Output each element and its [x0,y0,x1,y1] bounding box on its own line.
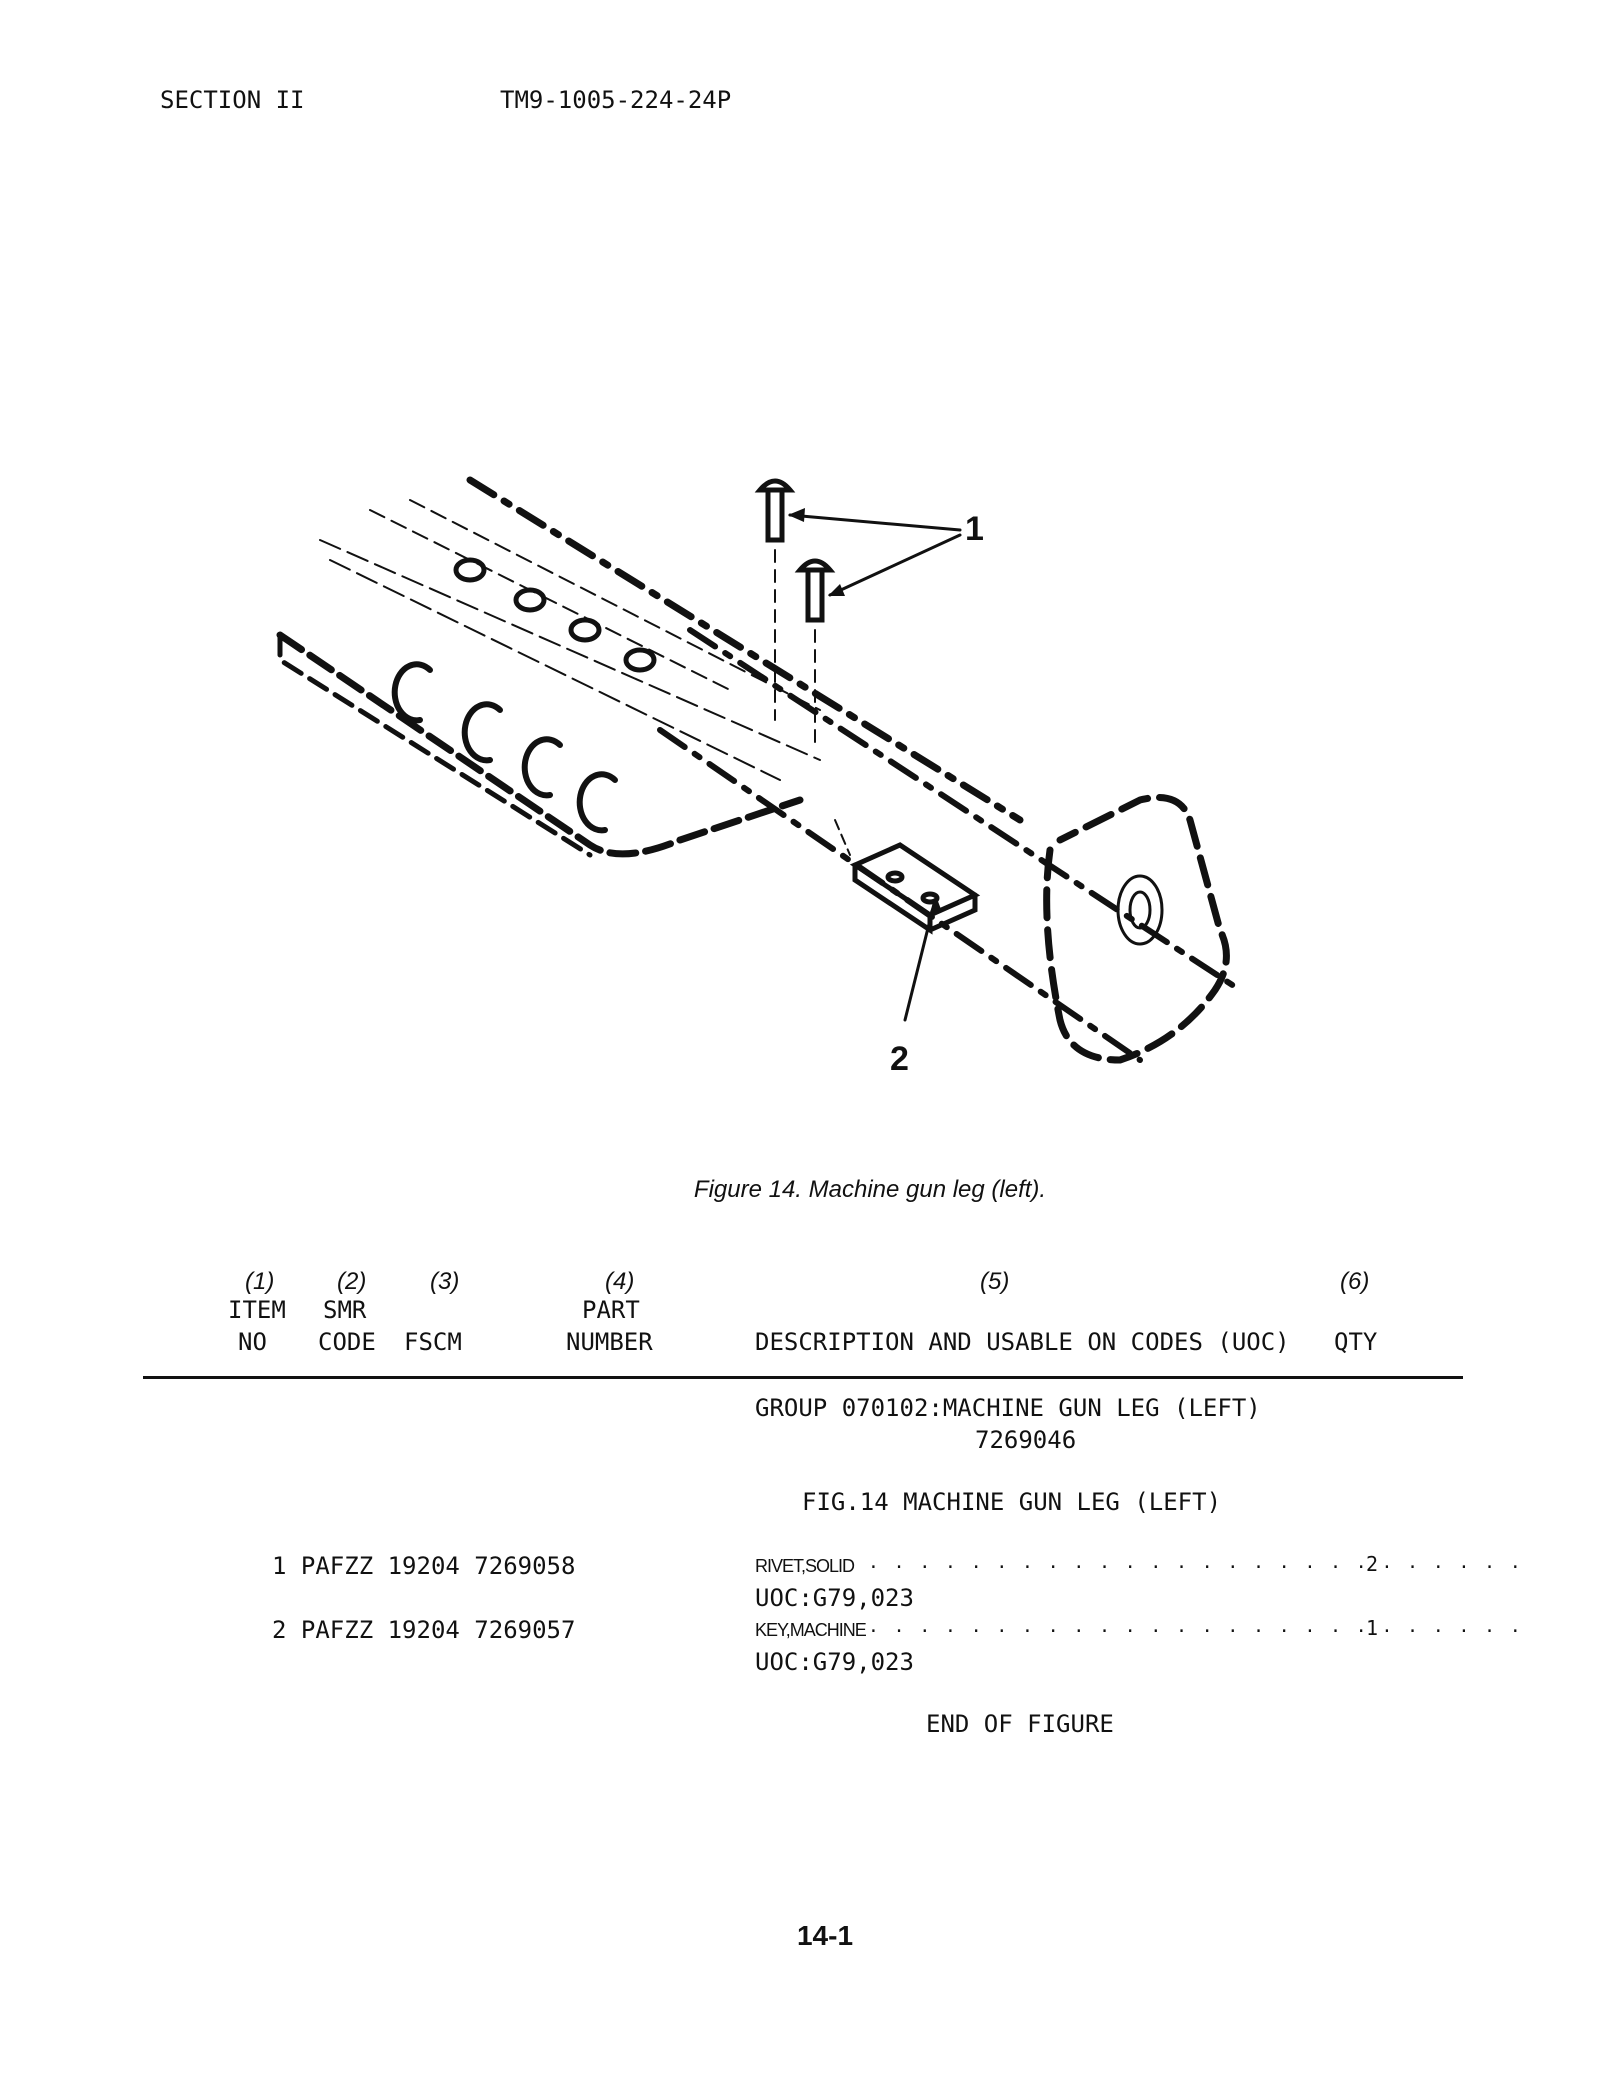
col-num-1: (1) [245,1268,275,1295]
callout-2: 2 [890,1040,909,1078]
group-title: GROUP 070102:MACHINE GUN LEG (LEFT) [755,1394,1261,1422]
item-2-uoc: UOC:G79,023 [755,1648,914,1676]
item-1-uoc: UOC:G79,023 [755,1584,914,1612]
col-item-header-2: NO [238,1328,267,1356]
machine-key-icon [849,842,981,935]
fig-title: FIG.14 MACHINE GUN LEG (LEFT) [802,1488,1222,1516]
col-smr-header-2: CODE [318,1328,376,1356]
col-num-6: (6) [1340,1268,1370,1295]
foot-pad-icon [1043,794,1230,1064]
item-1-dots: . . . . . . . . . . . . . . . . . . . . … [868,1552,1523,1573]
item-1-line: 1 PAFZZ 19204 7269058 [272,1552,576,1580]
end-of-figure: END OF FIGURE [926,1710,1114,1738]
header-rule [143,1376,1463,1379]
col-item-header: ITEM [228,1296,286,1324]
page-number: 14-1 [796,1920,854,1951]
col-part-header-2: NUMBER [566,1328,653,1356]
group-number: 7269046 [975,1426,1077,1454]
col-fscm-header: FSCM [404,1328,462,1356]
col-num-3: (3) [430,1268,460,1295]
tm-number: TM9-1005-224-24P [500,86,732,114]
machine-gun-leg-illustration: 1 2 [276,476,1243,1078]
col-smr-header: SMR [323,1296,367,1324]
leg-outline-top [466,476,1024,824]
rivet-icon [754,478,836,623]
leg-outline-lower [277,632,593,858]
col-num-5: (5) [980,1268,1010,1295]
item-2-dots: . . . . . . . . . . . . . . . . . . . . … [868,1616,1523,1637]
callout-1: 1 [965,510,984,548]
item-1-qty: 2 [1366,1552,1379,1576]
col-num-4: (4) [605,1268,635,1295]
leg-outline-bottom [276,631,804,858]
section-label: SECTION II [160,86,305,114]
col-qty-header: QTY [1334,1328,1378,1356]
item-1-desc: RIVET,SOLID [755,1556,855,1576]
leg-tube [687,627,1243,993]
item-2-line: 2 PAFZZ 19204 7269057 [272,1616,576,1644]
figure-caption: Figure 14. Machine gun leg (left). [693,1176,1047,1203]
col-num-2: (2) [337,1268,367,1295]
col-description-header: DESCRIPTION AND USABLE ON CODES (UOC) [755,1328,1290,1356]
item-2-qty: 1 [1366,1616,1379,1640]
col-part-header: PART [582,1296,640,1324]
item-2-desc: KEY,MACHINE [755,1620,867,1640]
